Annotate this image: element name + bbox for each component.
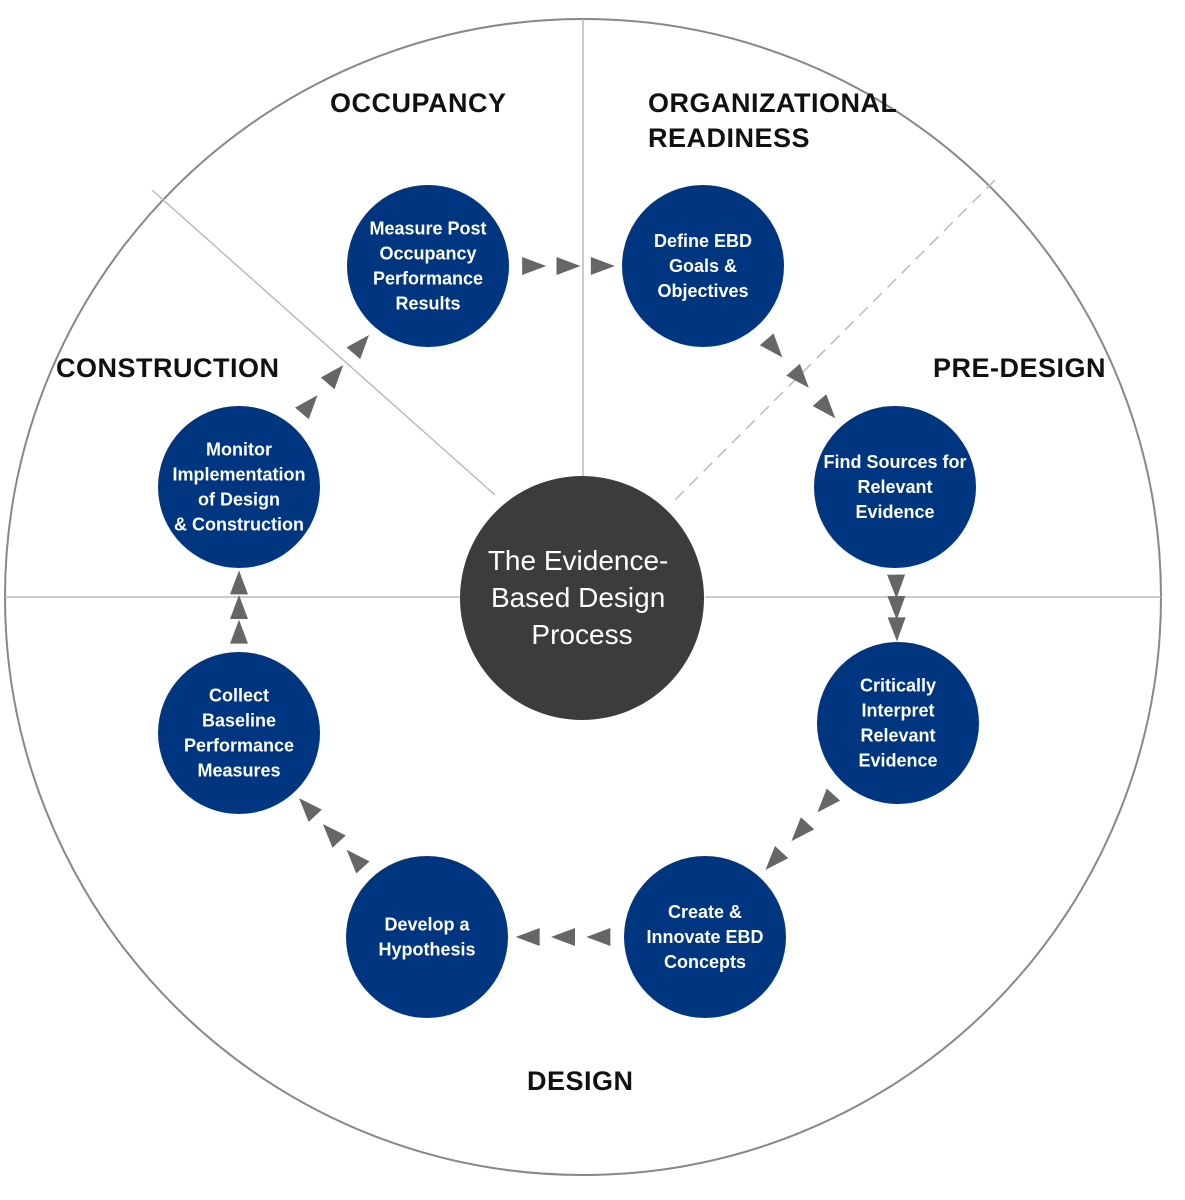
step-circle	[622, 185, 784, 347]
step-label-line: Evidence	[855, 502, 934, 522]
flow-arrow-head	[887, 574, 906, 599]
step-label: Create & Innovate EBD Concepts	[646, 902, 763, 972]
step-label-line: Develop a	[384, 915, 470, 935]
step-create-innovate: Create & Innovate EBD Concepts	[624, 856, 786, 1018]
step-label-line: Collect	[209, 686, 269, 706]
center-circle	[460, 476, 704, 720]
svg-text:The Evidence- Based Desi: The Evidence- Based Design Process	[488, 545, 676, 650]
step-label-line: Create &	[668, 902, 742, 922]
step-circle	[347, 185, 509, 347]
step-label-line: Performance	[373, 269, 483, 289]
phase-label-occupancy: OCCUPANCY	[330, 88, 507, 118]
flow-arrow-head	[322, 823, 346, 848]
step-label-line: Monitor	[206, 440, 272, 460]
step-label-line: Measures	[197, 761, 280, 781]
step-label-line: Objectives	[657, 281, 748, 301]
center-title-line-3: Process	[531, 619, 632, 650]
step-circle	[817, 642, 979, 804]
phase-label-construction: CONSTRUCTION	[56, 353, 280, 383]
step-label-line: & Construction	[174, 515, 304, 535]
flow-arrow-head	[295, 395, 318, 420]
step-label-line: Critically	[860, 676, 936, 696]
flow-arrow-head	[230, 595, 248, 619]
flow-arrow-head	[791, 817, 815, 842]
step-label-line: Occupancy	[379, 244, 476, 264]
flow-arrow-head	[590, 257, 615, 275]
phase-label-design: DESIGN	[527, 1066, 634, 1096]
step-define-ebd-goals: Define EBD Goals & Objectives	[622, 185, 784, 347]
step-develop-hypothesis: Develop a Hypothesis	[346, 856, 508, 1018]
divider-diagonal-right-dashed	[669, 179, 996, 506]
step-label-line: Evidence	[858, 751, 937, 771]
divider-diagonal-left	[151, 189, 496, 496]
flow-arrow-head	[759, 333, 783, 358]
step-circle	[624, 856, 786, 1018]
step-label-line: of Design	[198, 490, 280, 510]
flow-arrow-head	[299, 798, 322, 822]
flow-arrow-head	[765, 846, 789, 870]
step-label-line: Concepts	[664, 952, 746, 972]
flow-arrow-head	[230, 619, 248, 644]
step-label-line: Relevant	[860, 726, 935, 746]
step-label-line: Define EBD	[654, 231, 752, 251]
flow-arrow-head	[586, 928, 611, 946]
step-label-line: Performance	[184, 736, 294, 756]
step-circle	[814, 406, 976, 568]
step-label: Develop a Hypothesis	[378, 915, 475, 960]
step-label-line: Results	[395, 294, 460, 314]
flow-arrow-head	[320, 365, 344, 390]
step-circle	[158, 652, 320, 814]
step-label-line: Interpret	[861, 701, 934, 721]
center-title-line-1: The Evidence-	[488, 545, 669, 576]
flow-arrow-head	[786, 363, 809, 388]
step-label-line: Baseline	[202, 711, 276, 731]
flow-arrow-head	[230, 570, 248, 595]
center-node: The Evidence- Based Design Process	[460, 476, 704, 720]
flow-arrow-head	[346, 335, 369, 360]
flow-arrow-head	[515, 928, 540, 946]
step-label-line: Innovate EBD	[646, 927, 763, 947]
flow-arrow-head	[346, 849, 370, 874]
flow-arrow-head	[887, 595, 906, 620]
step-circle	[346, 856, 508, 1018]
step-label: Define EBD Goals & Objectives	[654, 231, 752, 301]
flow-arrow-head	[887, 617, 906, 642]
flow-arrow-head	[812, 394, 836, 419]
step-label-line: Find Sources for	[823, 452, 966, 472]
phase-label-organizational-readiness: ORGANIZATIONAL READINESS	[648, 88, 905, 153]
step-label-line: Measure Post	[369, 219, 486, 239]
flow-arrow-head	[551, 928, 575, 946]
phase-label-pre-design: PRE-DESIGN	[933, 353, 1106, 383]
flow-arrows	[230, 257, 906, 946]
step-label-line: Goals &	[669, 256, 737, 276]
step-label-line: Relevant	[857, 477, 932, 497]
center-title-line-2: Based Design	[491, 582, 665, 613]
step-circle	[158, 406, 320, 568]
step-label-line: Implementation	[172, 465, 305, 485]
flow-arrow-head	[522, 257, 547, 275]
flow-arrow-head	[556, 257, 581, 275]
flow-arrow-head	[817, 788, 841, 813]
step-label-line: Hypothesis	[378, 940, 475, 960]
